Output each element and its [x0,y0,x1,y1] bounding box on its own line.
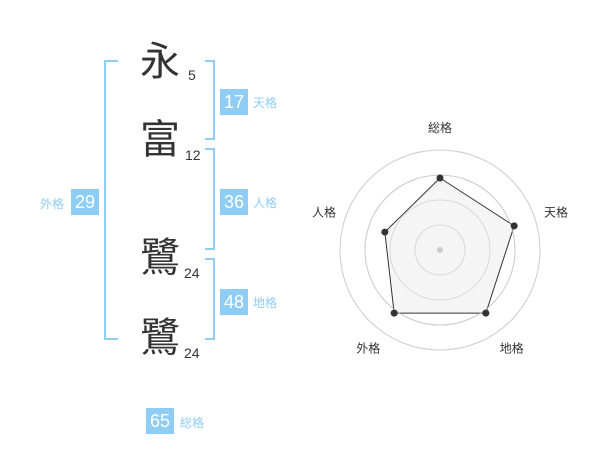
chikaku-bracket [205,258,215,340]
soukaku-label: 総格 [180,416,205,430]
radar-ring-overlay-2 [389,199,491,301]
radar-point-2 [510,222,518,230]
jinkaku-score: 36 [220,189,248,215]
name-char-2: 富 [140,117,180,163]
jinkaku-bracket [205,148,215,250]
gaikaku-score: 29 [71,189,99,215]
soukaku-score: 65 [146,408,174,434]
tenkaku-bracket [205,60,215,140]
gaikaku-bracket [104,60,118,340]
radar-axis-label-4: 外格 [356,341,380,356]
radar-point-3 [482,309,490,317]
chikaku-score: 48 [220,289,248,315]
name-char-1: 永 [140,39,180,85]
radar-axis-label-3: 地格 [500,341,524,356]
radar-axis-label-2: 天格 [544,204,568,219]
radar-point-1 [436,174,444,182]
stroke-count-2: 12 [185,147,201,163]
chikaku-label: 地格 [253,296,278,310]
tenkaku-label: 天格 [253,96,278,110]
stroke-count-1: 5 [188,67,196,83]
radar-ring-overlay-1 [414,224,466,276]
name-char-3: 鷺 [140,235,180,281]
radar-point-5 [381,228,389,236]
gaikaku-label: 外格 [40,197,65,211]
radar-axis-label-1: 総格 [428,120,452,135]
stroke-count-3: 24 [184,265,200,281]
radar-axis-label-5: 人格 [312,204,336,219]
radar-data-polygon [384,177,515,314]
radar-center-dot [437,247,443,253]
stroke-count-4: 24 [184,345,200,361]
tenkaku-score: 17 [220,89,248,115]
name-char-4: 鷺 [140,315,180,361]
jinkaku-label: 人格 [253,196,278,210]
radar-point-4 [390,309,398,317]
